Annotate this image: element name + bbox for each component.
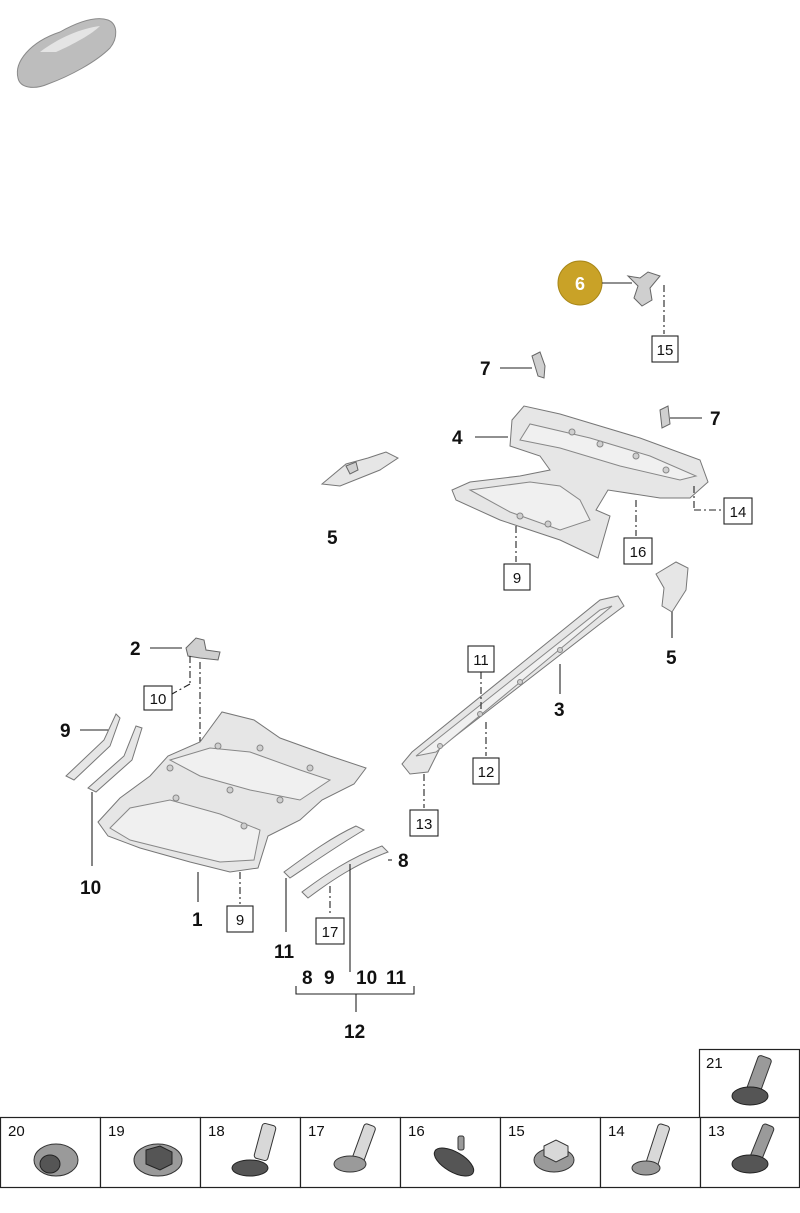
part-3-side-panel[interactable] bbox=[401, 595, 625, 775]
fastener-cell-15[interactable] bbox=[499, 1116, 602, 1189]
box-14[interactable] bbox=[723, 497, 753, 525]
fastener-cell-13[interactable] bbox=[699, 1116, 800, 1189]
svg-text:13: 13 bbox=[708, 1123, 725, 1140]
part-5-bracket-right[interactable] bbox=[655, 561, 689, 613]
svg-text:16: 16 bbox=[408, 1123, 425, 1140]
part-6-badge[interactable]: 6 bbox=[557, 260, 603, 306]
screw-with-washer-icon-13 bbox=[731, 1123, 775, 1174]
hex-flange-nut-icon bbox=[533, 1139, 575, 1173]
pan-head-screw-icon bbox=[333, 1123, 376, 1173]
callout-8[interactable]: 8 bbox=[398, 851, 409, 872]
callout-11[interactable]: 11 bbox=[274, 942, 295, 963]
group-label-11[interactable]: 11 bbox=[386, 968, 407, 989]
callout-9[interactable]: 9 bbox=[60, 721, 71, 742]
svg-text:17: 17 bbox=[322, 924, 339, 941]
svg-text:18: 18 bbox=[208, 1123, 225, 1140]
part-4-rear-underpanel[interactable] bbox=[451, 405, 709, 559]
part-7-clip-upper[interactable] bbox=[531, 351, 546, 379]
box-17[interactable] bbox=[315, 917, 345, 945]
svg-text:14: 14 bbox=[730, 504, 747, 521]
box-9a[interactable] bbox=[503, 563, 531, 591]
group-label-9[interactable]: 9 bbox=[324, 968, 335, 989]
box-15[interactable] bbox=[651, 335, 679, 363]
svg-text:15: 15 bbox=[657, 342, 674, 359]
callout-2[interactable]: 2 bbox=[130, 639, 141, 660]
svg-text:17: 17 bbox=[308, 1123, 325, 1140]
box-11[interactable] bbox=[467, 645, 495, 673]
svg-text:14: 14 bbox=[608, 1123, 625, 1140]
part-1-front-underpanel[interactable] bbox=[97, 711, 367, 873]
callout-12[interactable]: 12 bbox=[344, 1022, 365, 1043]
svg-text:19: 19 bbox=[108, 1123, 125, 1140]
group-bracket bbox=[295, 986, 415, 995]
svg-text:10: 10 bbox=[150, 691, 167, 708]
part-9-strip[interactable] bbox=[65, 713, 121, 781]
callout-1[interactable]: 1 bbox=[192, 910, 203, 931]
svg-text:9: 9 bbox=[236, 912, 244, 929]
part-2-clip[interactable] bbox=[185, 637, 221, 661]
callout-5a[interactable]: 5 bbox=[327, 528, 338, 549]
flanged-nut-icon bbox=[33, 1143, 79, 1177]
box-10[interactable] bbox=[143, 685, 173, 711]
hex-nut-with-washer-icon bbox=[133, 1143, 183, 1177]
callout-7a[interactable]: 7 bbox=[480, 359, 491, 380]
box-9b[interactable] bbox=[226, 905, 254, 933]
part-8-strip[interactable] bbox=[301, 845, 389, 899]
svg-text:21: 21 bbox=[706, 1055, 723, 1072]
svg-text:15: 15 bbox=[508, 1123, 525, 1140]
part-11-strip[interactable] bbox=[283, 825, 366, 879]
group-label-8[interactable]: 8 bbox=[302, 968, 313, 989]
box-12[interactable] bbox=[472, 757, 500, 785]
screw-with-washer-icon bbox=[731, 1055, 772, 1106]
part-7-clip-right[interactable] bbox=[659, 405, 671, 429]
part-10-strip[interactable] bbox=[87, 725, 143, 793]
svg-text:13: 13 bbox=[416, 816, 433, 833]
callout-10[interactable]: 10 bbox=[80, 878, 101, 899]
badge-label: 6 bbox=[575, 274, 585, 294]
expanding-clip-icon bbox=[433, 1135, 475, 1177]
car-thumbnail-icon[interactable] bbox=[16, 18, 117, 88]
push-rivet-icon bbox=[231, 1122, 277, 1177]
part-5-bracket-left[interactable] bbox=[320, 451, 399, 487]
svg-text:16: 16 bbox=[630, 544, 647, 561]
svg-text:12: 12 bbox=[478, 764, 495, 781]
box-13[interactable] bbox=[409, 809, 439, 837]
svg-text:9: 9 bbox=[513, 570, 521, 587]
fastener-table: 21 20 19 18 17 16 bbox=[0, 1048, 800, 1189]
bolt-with-washer-icon bbox=[631, 1123, 670, 1176]
svg-text:11: 11 bbox=[473, 652, 489, 669]
callout-3[interactable]: 3 bbox=[554, 700, 565, 721]
callout-4[interactable]: 4 bbox=[452, 428, 463, 449]
callout-7b[interactable]: 7 bbox=[710, 409, 721, 430]
callout-5b[interactable]: 5 bbox=[666, 648, 677, 669]
group-label-10[interactable]: 10 bbox=[356, 968, 377, 989]
svg-text:20: 20 bbox=[8, 1123, 25, 1140]
part-6-bracket[interactable] bbox=[626, 271, 661, 307]
box-16[interactable] bbox=[623, 537, 653, 565]
